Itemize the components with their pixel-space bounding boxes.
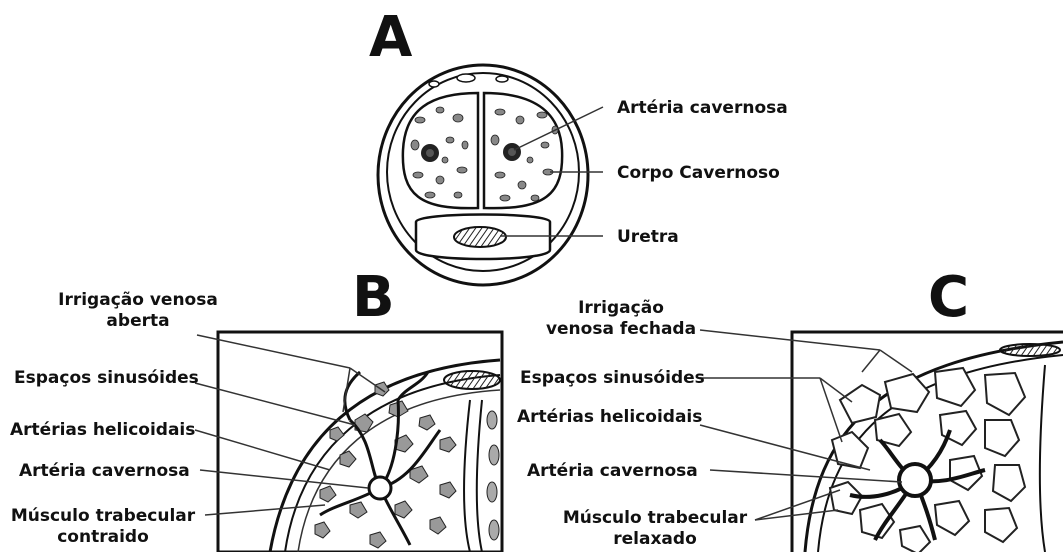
label-b-irrigacao-venosa: Irrigação venosa aberta	[58, 290, 218, 333]
label-c-arterias-helicoidais: Artérias helicoidais	[517, 407, 702, 428]
panel-c-title: C	[928, 270, 969, 326]
label-c-irrigacao-venosa: Irrigação venosa fechada	[541, 298, 701, 341]
panel-c-illustration	[700, 330, 1063, 552]
label-c-musculo-trabecular: Músculo trabecular relaxado	[560, 508, 750, 551]
label-b-espacos-sinusoides: Espaços sinusóides	[14, 368, 199, 389]
label-c-arteria-cavernosa: Artéria cavernosa	[527, 461, 698, 482]
urethra	[454, 227, 506, 247]
panel-b-title: B	[352, 270, 395, 326]
label-c-espacos-sinusoides: Espaços sinusóides	[520, 368, 705, 389]
label-b-irrigacao-line1: Irrigação venosa	[58, 290, 218, 310]
label-b-musculo-trabecular: Músculo trabecular contraido	[8, 506, 198, 549]
label-c-musculo-line1: Músculo trabecular	[563, 508, 747, 528]
label-c-musculo-line2: relaxado	[613, 529, 697, 549]
label-b-irrigacao-line2: aberta	[106, 311, 169, 331]
panel-a-title: A	[369, 10, 412, 66]
label-b-musculo-line1: Músculo trabecular	[11, 506, 195, 526]
label-a-uretra: Uretra	[617, 227, 679, 248]
label-b-arterias-helicoidais: Artérias helicoidais	[10, 420, 195, 441]
cross-section-illustration	[378, 65, 603, 285]
label-b-musculo-line2: contraido	[57, 527, 149, 547]
label-c-irrigacao-line1: Irrigação	[578, 298, 664, 318]
panel-b-illustration	[195, 332, 502, 552]
label-a-arteria-cavernosa: Artéria cavernosa	[617, 98, 788, 119]
label-a-corpo-cavernoso: Corpo Cavernoso	[617, 163, 780, 184]
label-c-irrigacao-line2: venosa fechada	[546, 319, 696, 339]
label-b-arteria-cavernosa: Artéria cavernosa	[19, 461, 190, 482]
